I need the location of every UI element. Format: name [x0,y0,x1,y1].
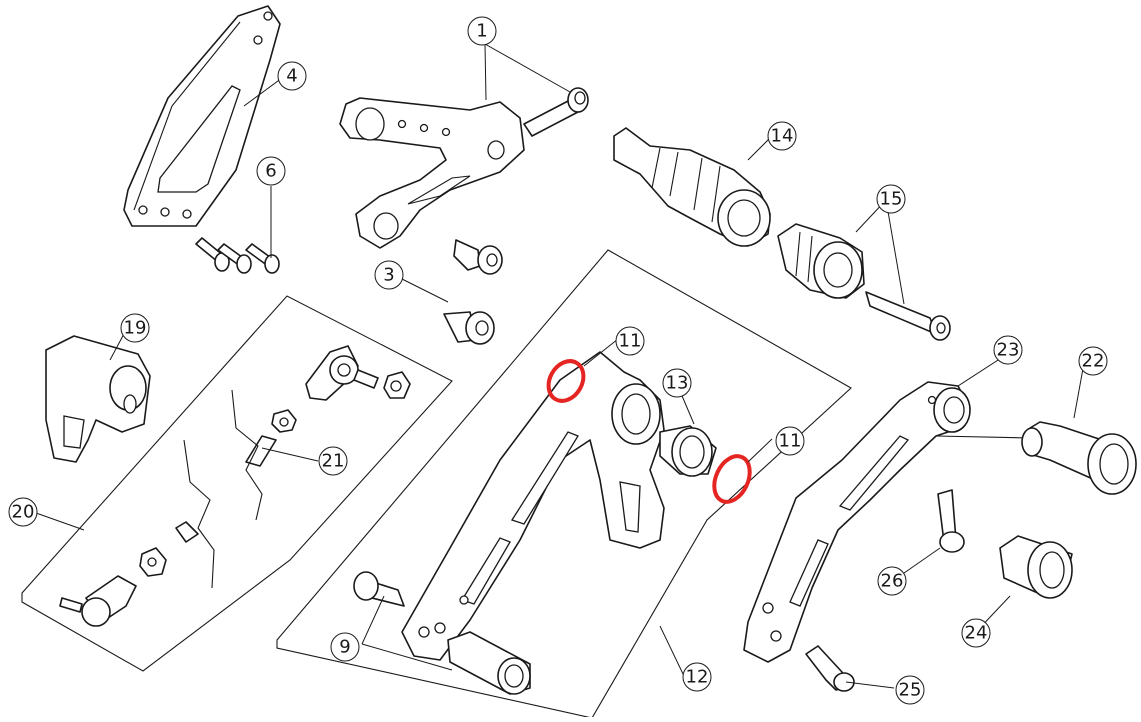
part-25-bolt [805,645,855,692]
callout-11-left: 11 [615,326,645,356]
callout-13: 13 [662,368,692,398]
svg-text:11: 11 [619,331,642,352]
callout-11-right: 11 [775,426,805,456]
part-22-pin [1021,421,1137,495]
svg-text:23: 23 [997,340,1020,361]
callout-26: 26 [877,566,907,596]
svg-text:15: 15 [880,189,903,210]
part-20-21-linkage [59,345,411,627]
svg-text:26: 26 [881,571,904,592]
callout-24: 24 [961,618,991,648]
svg-text:1: 1 [476,21,487,42]
part-3-bolts [443,239,503,345]
callout-21: 21 [318,446,348,476]
svg-text:25: 25 [899,680,922,701]
callout-9: 9 [330,632,360,662]
group-outline-linkage [21,295,453,672]
group-outline-shift-lever [276,249,852,719]
part-19-clevis-block [45,335,151,463]
callout-22: 22 [1078,346,1108,376]
callout-25: 25 [895,675,925,705]
part-26-bolt [937,489,965,553]
svg-text:3: 3 [383,265,394,286]
callout-23: 23 [993,335,1023,365]
part-24-spacer [999,535,1073,599]
callout-19: 19 [120,313,150,343]
svg-text:24: 24 [965,623,988,644]
leader-lines [35,43,1085,689]
part-11-o-ring-left [546,359,586,403]
callout-4: 4 [277,61,307,91]
svg-text:20: 20 [12,502,35,523]
svg-text:6: 6 [265,161,276,182]
svg-text:4: 4 [286,66,297,87]
callout-14: 14 [767,121,797,151]
part-11-o-ring-right [712,454,752,504]
part-14-footpeg [613,127,771,247]
callout-6: 6 [256,156,286,186]
callout-12: 12 [682,662,712,692]
callout-3: 3 [374,260,404,290]
part-9-pins [353,571,531,695]
part-23-brake-lever [743,381,1031,663]
part-13-bushing [659,425,717,477]
svg-text:12: 12 [686,667,709,688]
svg-text:21: 21 [322,451,345,472]
svg-text:14: 14 [771,126,794,147]
callout-20: 20 [8,497,38,527]
callout-1: 1 [467,16,497,46]
part-4-bracket-plate [123,5,281,227]
part-12-shift-lever [401,351,665,661]
svg-text:13: 13 [666,373,689,394]
part-1-rearset-arm [339,97,525,249]
svg-text:19: 19 [124,318,147,339]
svg-text:11: 11 [779,431,802,452]
part-15-bushing-and-bolt [777,223,951,341]
svg-text:22: 22 [1082,351,1105,372]
callout-15: 15 [876,184,906,214]
part-6-bolts [195,237,280,274]
svg-text:9: 9 [339,637,350,658]
part-1-bolt [523,87,589,137]
